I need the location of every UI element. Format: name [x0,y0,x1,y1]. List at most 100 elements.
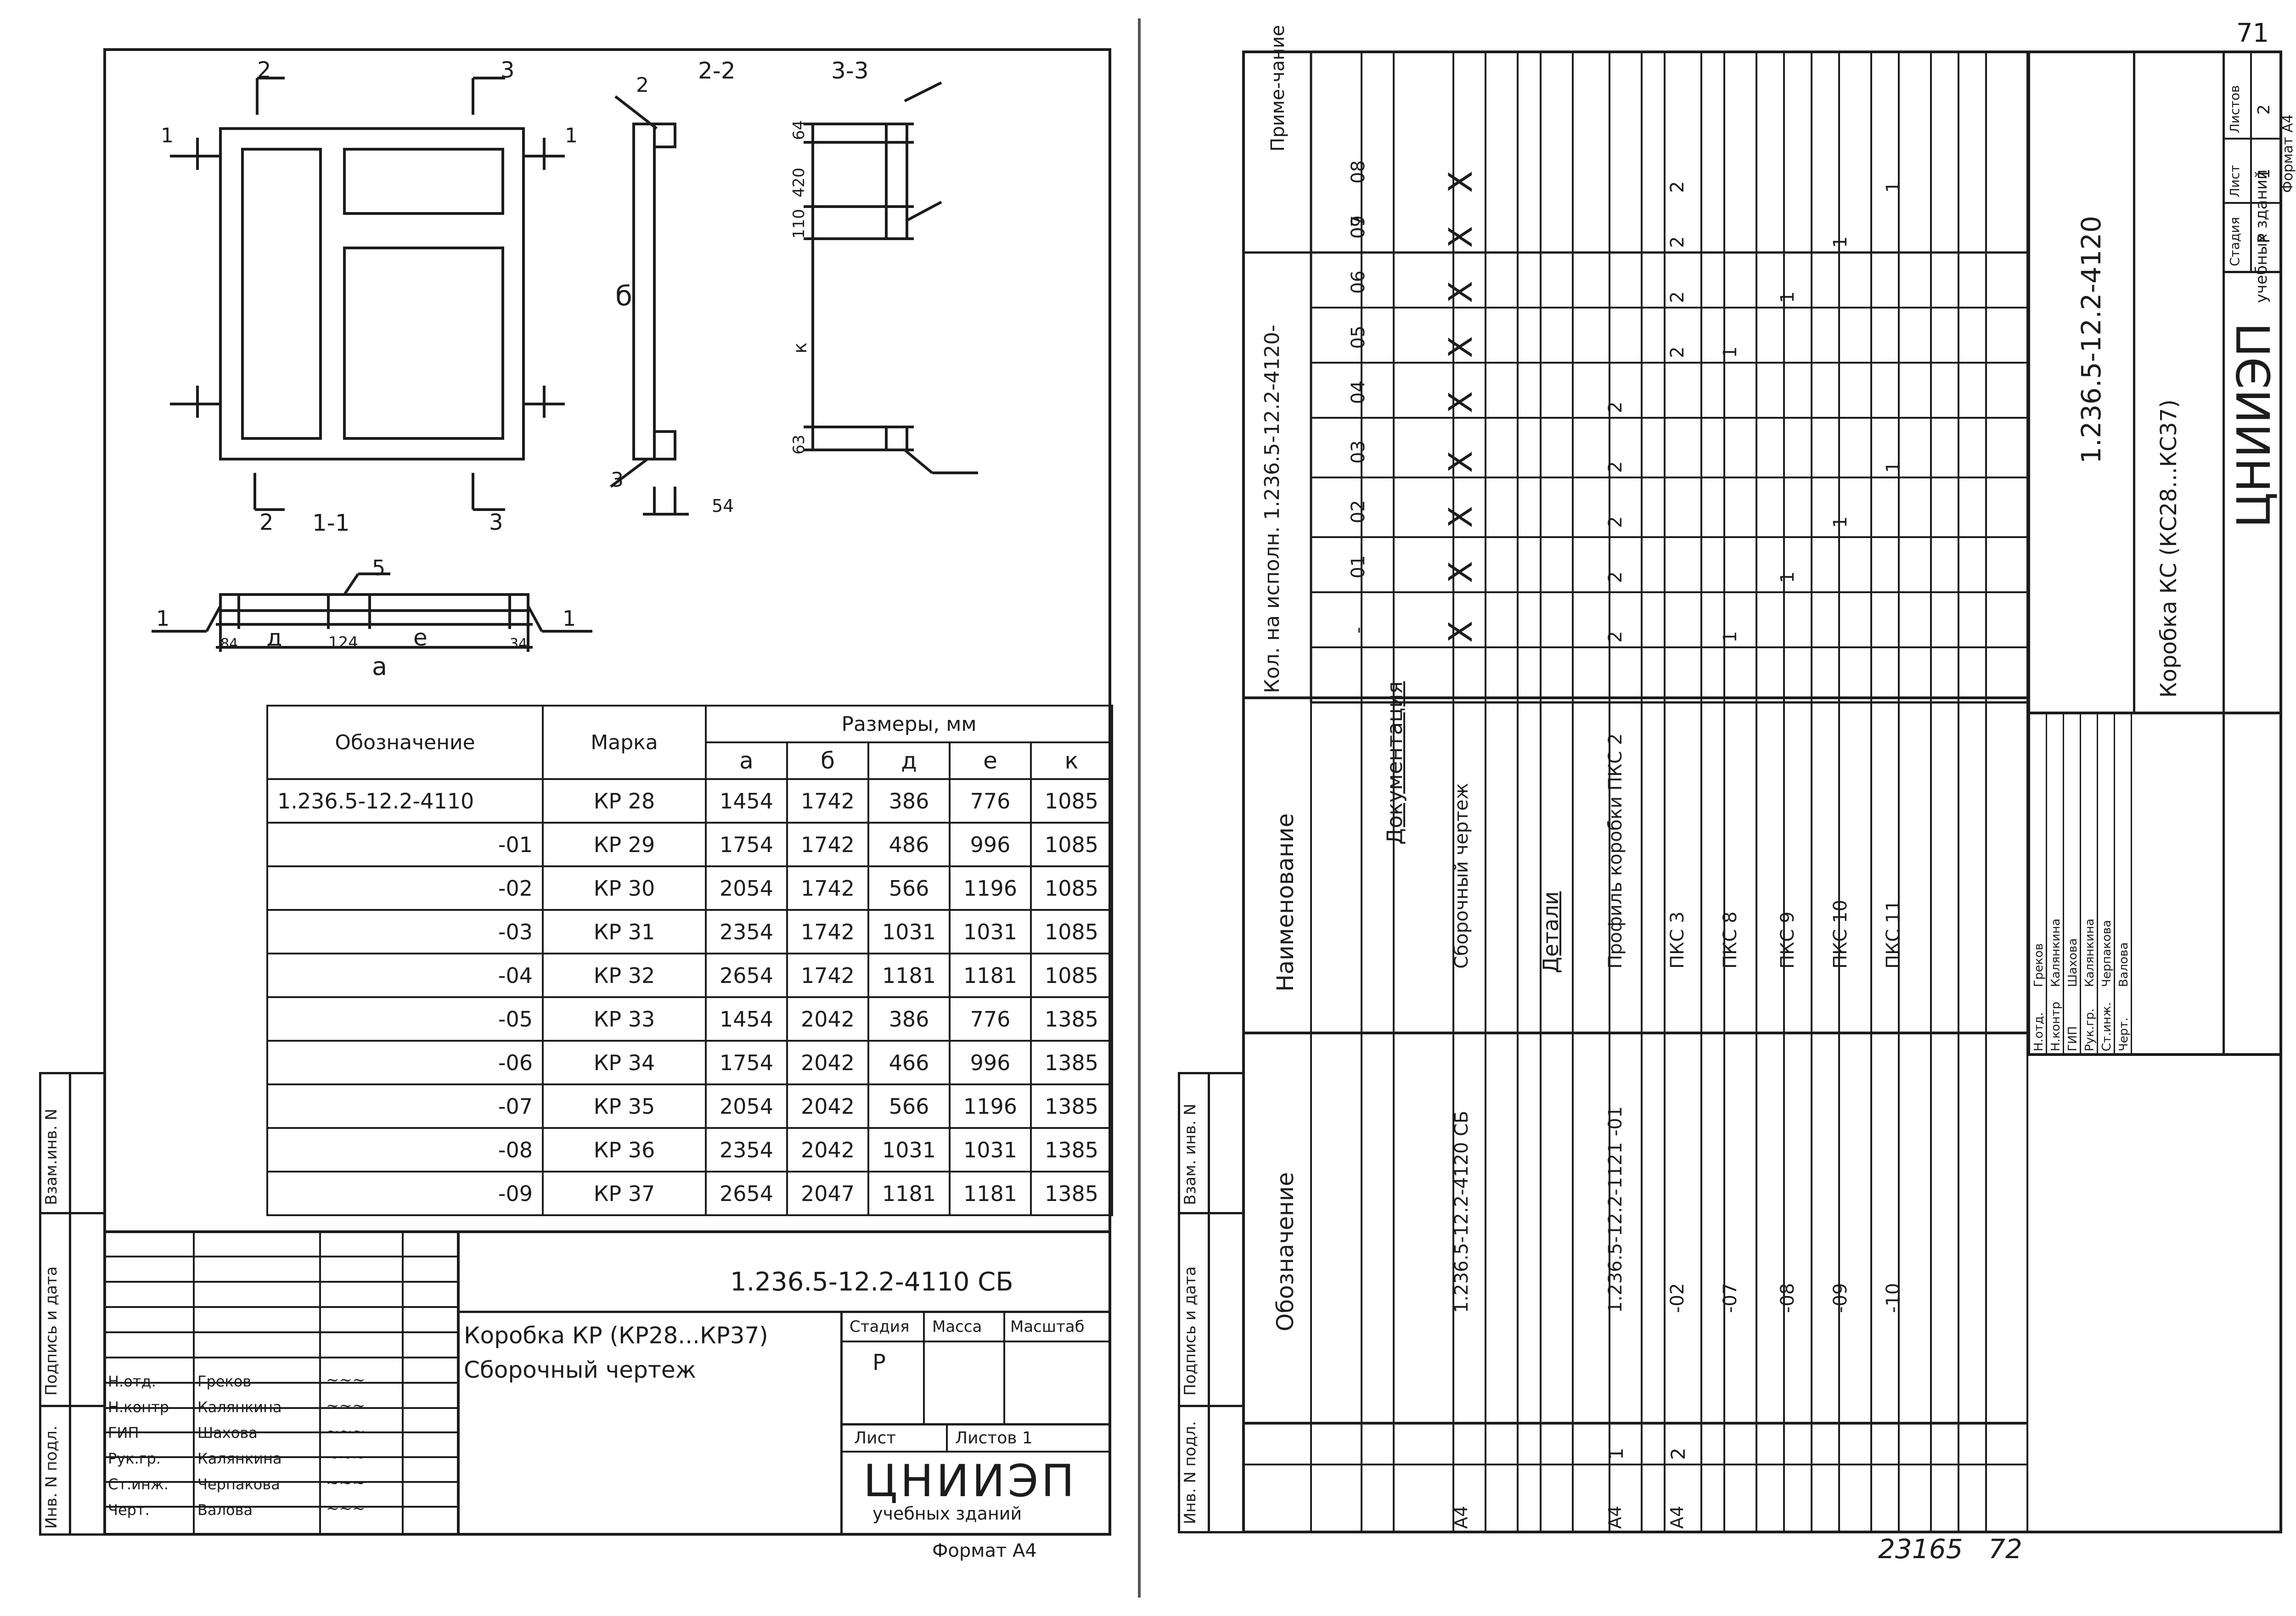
size-a-cell: 2054 [705,1083,788,1129]
left-title-line2: Сборочный чертеж [464,1357,696,1383]
page-number: 71 [2236,18,2269,48]
section-docs: Документация [1382,681,1407,845]
left-sheet-label: Лист [854,1429,896,1448]
binding-row-divider [39,1212,106,1214]
label-section-3-3: 3-3 [831,57,869,84]
size-d-cell: 386 [867,778,951,824]
qty-cross-mark: X [1442,506,1480,528]
size-a-cell: 2654 [705,1171,788,1216]
size-b-cell: 1742 [786,778,869,824]
binding-row-divider [1178,1405,1245,1407]
size-k-cell: 1085 [1030,822,1114,867]
stamp-role: Н.отд. [2032,1012,2046,1051]
spec-name-cell: ПКС 9 [1777,911,1798,969]
exec-col-header: 06 [1348,270,1369,294]
size-k-cell: 1385 [1030,1040,1114,1085]
spec-header-qty: Кол. на исполн. 1.236.5-12.2-4120- [1261,325,1284,693]
exec-col-header: 01 [1348,555,1369,578]
right-title-block [2027,50,2282,1056]
stamp-role: Рук.гр. [2083,1008,2097,1051]
right-org-logo: ЦНИИЭП [2227,322,2281,528]
qty-cell: 1 [1777,571,1798,583]
left-doc-code: 1.236.5-12.2-4110 СБ [730,1267,1013,1297]
mark-cell: КР 35 [542,1083,707,1129]
spec-position-cell: 1 [1605,1448,1627,1460]
sizes-table: Обозначение Марка Размеры, мм а б д е к … [266,705,1114,1216]
mark-cell: КР 36 [542,1127,707,1173]
tb-vline [923,1311,925,1425]
label-section-3: 3 [501,57,515,83]
stamp-name: Калянкина [2083,918,2097,987]
stamp-role: Н.контр [2049,1001,2063,1051]
spec-designation-cell: -09 [1830,1283,1851,1313]
qty-cell: 1 [1883,461,1904,473]
size-d-cell: 486 [867,822,951,867]
dim-e: е [413,624,428,651]
signature: ~~~ [326,1397,366,1415]
label-section-1-1-mark: 1 [565,124,578,147]
spec-format-cell: А4 [1451,1505,1471,1529]
qty-cross-mark: X [1442,336,1480,358]
mark-cell: КР 32 [542,953,707,998]
size-b-cell: 1742 [786,909,869,954]
spec-header-designation: Обозначение [1272,1172,1299,1331]
size-a-cell: 2654 [705,953,788,998]
stamp-role: Черт. [108,1501,150,1519]
qty-cross-mark: X [1442,171,1480,193]
signature: ~~~ [326,1448,366,1466]
size-e-cell: 996 [949,1040,1032,1085]
mark-cell: КР 29 [542,822,707,867]
mark-cell: КР 37 [542,1171,707,1216]
tb-hline [103,1382,459,1384]
designation-cell: -09 [266,1171,544,1216]
size-d-cell: 1031 [867,1127,951,1173]
tb-hline [457,1311,1111,1313]
designation-cell: -03 [266,909,544,954]
tb-vline [2080,714,2081,1056]
dim-d: д [266,624,282,651]
tb-hline [103,1407,459,1409]
binding-divider [1208,1072,1210,1533]
size-k-cell: 1385 [1030,1171,1114,1216]
col-header-k: к [1030,741,1114,780]
stamp-name: Шахова [2066,938,2080,987]
size-b-cell: 2047 [786,1171,869,1216]
tb-vline [2097,714,2098,1056]
designation-cell: -01 [266,822,544,867]
dim-84: 84 [220,636,238,652]
col-header-sizes: Размеры, мм [704,705,1114,743]
size-a-cell: 2354 [705,1127,788,1173]
spec-name-cell: Сборочный чертеж [1451,783,1472,969]
section-parts: Детали [1538,891,1563,973]
size-k-cell: 1085 [1030,778,1114,824]
tb-vline [946,1423,948,1452]
size-b-cell: 1742 [786,822,869,867]
dim-110: 110 [790,209,808,239]
left-stage-value: Р [872,1350,886,1375]
size-e-cell: 776 [949,996,1032,1042]
exec-col-header: 03 [1348,440,1369,464]
right-sheet-label: Лист [2227,165,2242,197]
size-a-cell: 1454 [705,778,788,824]
spec-designation-cell: -07 [1720,1283,1741,1313]
right-title: Коробка КС (КС28...КС37) [2156,399,2182,698]
label-section-2: 2 [257,57,271,83]
tb-hline [840,1423,1111,1425]
col-header-d: д [867,741,951,780]
dim-a: а [372,652,388,681]
mark-cell: КР 28 [542,778,707,824]
stamp-name: Черпакова [2100,920,2114,987]
tb-hline [103,1456,459,1458]
qty-cross-mark: X [1442,226,1480,248]
tb-hline [103,1506,459,1508]
tb-hline [103,1256,459,1257]
size-a-cell: 2054 [705,865,788,911]
designation-cell: -05 [266,996,544,1042]
size-e-cell: 1196 [949,1083,1032,1129]
qty-cell: 1 [1830,236,1851,248]
binding-divider [69,1072,71,1536]
